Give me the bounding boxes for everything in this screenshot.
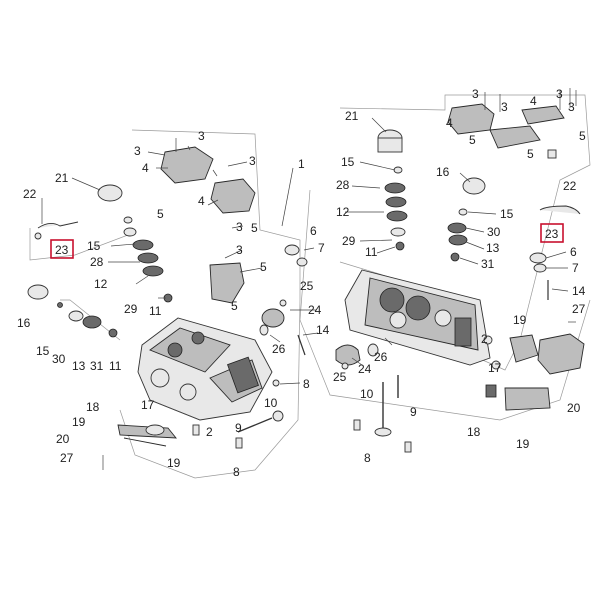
callout-3: 3 <box>236 220 243 234</box>
callout-5: 5 <box>251 221 258 235</box>
callout-5: 5 <box>469 133 476 147</box>
callout-10: 10 <box>264 396 278 410</box>
callout-16: 16 <box>436 165 450 179</box>
highlight-boxes <box>50 223 564 259</box>
callout-3: 3 <box>134 144 141 158</box>
right-small-parts <box>483 205 581 345</box>
callout-31: 31 <box>90 359 104 373</box>
callout-4: 4 <box>446 116 453 130</box>
callout-26: 26 <box>374 350 388 364</box>
callout-labels: 1 2 2 3 3 3 3 3 3 3 3 3 4 4 4 4 5 5 5 5 … <box>17 87 586 479</box>
callout-23-left: 23 <box>55 243 69 257</box>
callout-24: 24 <box>358 362 372 376</box>
callout-17: 17 <box>141 398 155 412</box>
right-sensor-group <box>485 333 585 411</box>
callout-8: 8 <box>364 451 371 465</box>
callout-22: 22 <box>563 179 577 193</box>
callout-7: 7 <box>318 241 325 255</box>
left-cylinder-head <box>137 317 273 421</box>
callout-6: 6 <box>570 245 577 259</box>
callout-3: 3 <box>249 154 256 168</box>
callout-20: 20 <box>567 401 581 415</box>
callout-5: 5 <box>157 207 164 221</box>
callout-30: 30 <box>487 225 501 239</box>
callout-9: 9 <box>235 421 242 435</box>
callout-3: 3 <box>472 87 479 101</box>
callout-21: 21 <box>345 109 359 123</box>
left-rocker-arms <box>160 138 256 304</box>
callout-11: 11 <box>365 245 378 259</box>
callout-2-right: 2 <box>481 332 488 346</box>
callout-30: 30 <box>52 352 66 366</box>
callout-15: 15 <box>36 344 50 358</box>
callout-13: 13 <box>72 359 86 373</box>
callout-19: 19 <box>167 456 181 470</box>
callout-20: 20 <box>56 432 70 446</box>
callout-29: 29 <box>342 234 356 248</box>
callout-15: 15 <box>87 239 101 253</box>
callout-2-left: 2 <box>206 425 213 439</box>
left-valve-springs <box>123 216 173 303</box>
callout-5: 5 <box>579 129 586 143</box>
callout-18: 18 <box>86 400 100 414</box>
right-cylinder-head <box>344 269 491 366</box>
callout-15: 15 <box>341 155 355 169</box>
callout-26: 26 <box>272 342 286 356</box>
callout-19: 19 <box>513 313 527 327</box>
callout-24: 24 <box>308 303 322 317</box>
callout-14: 14 <box>572 284 586 298</box>
callout-22: 22 <box>23 187 37 201</box>
callout-11: 11 <box>149 304 162 318</box>
left-small-parts <box>27 184 123 338</box>
callout-29: 29 <box>124 302 138 316</box>
callout-7: 7 <box>572 261 579 275</box>
right-lower-parts <box>353 375 412 453</box>
callout-13: 13 <box>486 241 500 255</box>
callout-5: 5 <box>260 260 267 274</box>
right-rocker-arms <box>447 88 577 159</box>
callout-9: 9 <box>410 405 417 419</box>
callout-3: 3 <box>501 100 508 114</box>
right-valve-springs <box>377 129 486 262</box>
callout-19: 19 <box>516 437 530 451</box>
callout-4: 4 <box>530 94 537 108</box>
callout-10: 10 <box>360 387 374 401</box>
callout-6: 6 <box>310 224 317 238</box>
callout-12: 12 <box>336 205 350 219</box>
callout-1: 1 <box>298 157 305 171</box>
callout-25: 25 <box>333 370 347 384</box>
callout-31: 31 <box>481 257 495 271</box>
callout-8: 8 <box>303 377 310 391</box>
callout-16: 16 <box>17 316 31 330</box>
callout-4: 4 <box>142 161 149 175</box>
callout-4: 4 <box>198 194 205 208</box>
callout-15: 15 <box>500 207 514 221</box>
callout-17: 17 <box>488 361 502 375</box>
callout-21: 21 <box>55 171 69 185</box>
callout-25: 25 <box>300 279 314 293</box>
left-intake-parts <box>259 244 379 370</box>
callout-12: 12 <box>94 277 108 291</box>
callout-8: 8 <box>233 465 240 479</box>
callout-23-right-box <box>540 223 564 243</box>
callout-27: 27 <box>572 302 586 316</box>
callout-14: 14 <box>316 323 330 337</box>
callout-23-right: 23 <box>545 227 559 241</box>
callout-28: 28 <box>90 255 104 269</box>
left-lower-parts <box>102 379 284 470</box>
leader-lines <box>41 117 569 385</box>
callout-18: 18 <box>467 425 481 439</box>
callout-5: 5 <box>231 299 238 313</box>
callout-19: 19 <box>72 415 86 429</box>
callout-11: 11 <box>109 359 122 373</box>
callout-23-left-box <box>50 239 74 259</box>
callout-27: 27 <box>60 451 74 465</box>
callout-3: 3 <box>556 87 563 101</box>
callout-5: 5 <box>527 147 534 161</box>
callout-3: 3 <box>198 129 205 143</box>
callout-3: 3 <box>568 100 575 114</box>
callout-3: 3 <box>236 243 243 257</box>
callout-28: 28 <box>336 178 350 192</box>
